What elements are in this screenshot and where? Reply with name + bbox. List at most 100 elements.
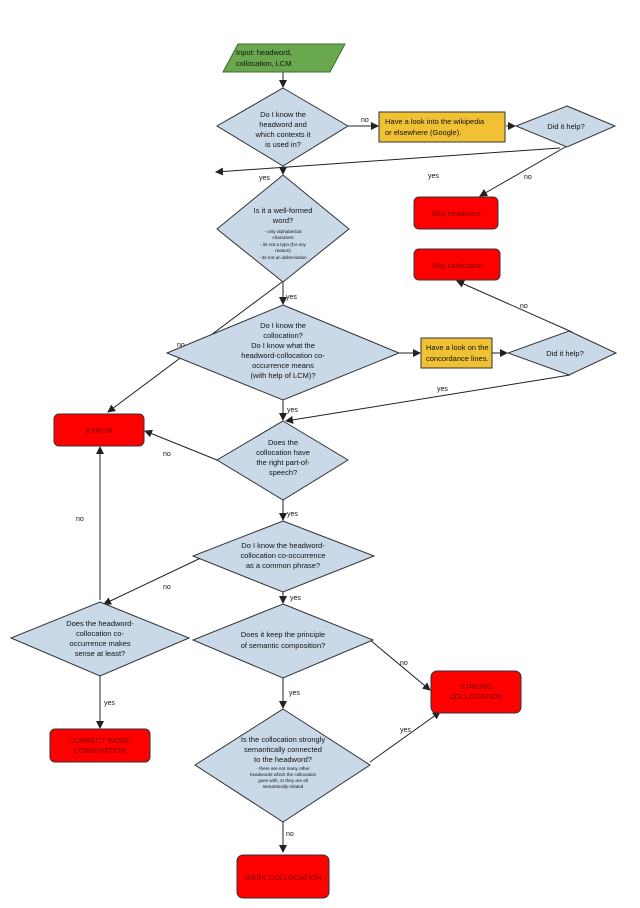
edge-label-strongly-connected-no: no xyxy=(286,831,294,838)
svg-text:goes with, or they are all: goes with, or they are all xyxy=(258,778,308,783)
svg-text:Does the headword-: Does the headword- xyxy=(66,619,134,628)
svg-text:Did it help?: Did it help? xyxy=(546,349,584,358)
svg-text:as a common phrase?: as a common phrase? xyxy=(246,561,320,570)
svg-text:(with help of LCM)?: (with help of LCM)? xyxy=(250,371,315,380)
terminal-strong-collocation: STRONG COLLOCATION xyxy=(430,670,522,714)
decision-strongly-connected: Is the collocation strongly semantically… xyxy=(194,708,371,823)
svg-text:- its not a typo (for any: - its not a typo (for any xyxy=(260,242,306,247)
svg-text:Skip collocation: Skip collocation xyxy=(431,261,483,270)
svg-text:headwords which the collocatio: headwords which the collocation xyxy=(250,772,317,777)
svg-text:Do I know the: Do I know the xyxy=(260,321,306,330)
edge-label-right-pos-yes: yes xyxy=(287,511,298,518)
edge-label-did-help-1-yes: yes xyxy=(428,173,439,180)
edge-did-help-1-to-well-formed xyxy=(215,147,561,176)
svg-text:- its not an abbreviation: - its not an abbreviation xyxy=(259,255,307,260)
svg-text:- only alphabetical: - only alphabetical xyxy=(264,229,301,234)
terminal-skip-collocation: Skip collocation xyxy=(413,248,501,281)
terminal-error: ERROR xyxy=(53,413,145,447)
edge-label-semantic-comp-yes: yes xyxy=(289,690,300,697)
decision-makes-sense: Does the headword- collocation co- occur… xyxy=(9,601,191,677)
edge-label-know-collocation-yes: yes xyxy=(287,407,298,414)
svg-text:collocation co-occurrence: collocation co-occurrence xyxy=(240,551,325,560)
edge-label-makes-sense-no: no xyxy=(76,516,84,523)
input-node: Input: headword, collocation, LCM xyxy=(222,43,346,73)
svg-text:COLLOCATION: COLLOCATION xyxy=(449,692,502,701)
svg-text:STRONG: STRONG xyxy=(460,682,492,691)
svg-text:sense at least?: sense at least? xyxy=(75,649,125,658)
edge-did-help-1-to-skip-headword xyxy=(479,145,568,197)
edge-label-know-headword-yes: yes xyxy=(259,175,270,182)
svg-text:Do I know what the: Do I know what the xyxy=(251,341,315,350)
edge-label-well-formed-no: no xyxy=(177,342,185,349)
svg-text:Do I know the: Do I know the xyxy=(260,110,306,119)
edge-common-phrase-to-makes-sense xyxy=(103,555,206,605)
svg-text:or elsewhere (Google).: or elsewhere (Google). xyxy=(385,128,461,137)
decision-did-it-help-2: Did it help? xyxy=(506,330,618,376)
svg-text:ERROR: ERROR xyxy=(85,426,113,435)
svg-text:collocation, LCM: collocation, LCM xyxy=(236,59,291,68)
edge-label-did-help-2-yes: yes xyxy=(437,386,448,393)
terminal-week-collocation: WEEK COLLOCATION xyxy=(236,854,330,899)
edge-label-strongly-connected-yes: yes xyxy=(400,727,411,734)
edge-label-makes-sense-yes: yes xyxy=(104,700,115,707)
svg-text:Do I know the headword-: Do I know the headword- xyxy=(241,541,325,550)
svg-text:Input: headword,: Input: headword, xyxy=(236,48,292,57)
svg-text:reason): reason) xyxy=(275,248,291,253)
svg-text:semantically connected: semantically connected xyxy=(244,745,322,754)
svg-text:the right part-of-: the right part-of- xyxy=(256,458,310,467)
decision-know-headword: Do I know the headword and which context… xyxy=(216,87,349,167)
edge-label-common-phrase-yes: yes xyxy=(290,595,301,602)
decision-did-it-help-1: Did it help? xyxy=(514,105,617,148)
svg-text:Have a look into the wikipedia: Have a look into the wikipedia xyxy=(385,117,485,126)
edge-label-semantic-comp-no: no xyxy=(400,660,408,667)
svg-text:occurrence makes: occurrence makes xyxy=(69,639,131,648)
svg-text:COMBINATION: COMBINATION xyxy=(74,746,126,755)
svg-text:collocation co-: collocation co- xyxy=(76,629,124,638)
svg-text:to the headword?: to the headword? xyxy=(254,755,312,764)
edge-label-common-phrase-no: no xyxy=(163,584,171,591)
svg-text:characters: characters xyxy=(272,235,294,240)
process-look-concordance: Have a look on the concordance lines. xyxy=(420,337,493,369)
svg-text:CORRECT WORD: CORRECT WORD xyxy=(69,736,132,745)
svg-text:WEEK COLLOCATION: WEEK COLLOCATION xyxy=(244,873,321,882)
decision-common-phrase: Do I know the headword- collocation co-o… xyxy=(191,520,376,593)
svg-text:headword and: headword and xyxy=(259,120,307,129)
edge-label-well-formed-yes: yes xyxy=(286,294,297,301)
svg-text:word?: word? xyxy=(272,216,293,225)
edge-label-did-help-2-no: no xyxy=(520,303,528,310)
edge-label-know-headword-no: no xyxy=(361,117,369,124)
terminal-correct-word-combination: CORRECT WORD COMBINATION xyxy=(49,728,151,763)
svg-text:speech?: speech? xyxy=(269,468,297,477)
edge-label-right-pos-no: no xyxy=(163,451,171,458)
svg-text:is used in?: is used in? xyxy=(265,140,301,149)
decision-semantic-composition: Does it keep the principle of semantic c… xyxy=(191,603,375,679)
svg-text:Is it a well-formed: Is it a well-formed xyxy=(254,206,313,215)
svg-text:Have a look on the: Have a look on the xyxy=(426,343,489,352)
svg-text:Skip headword: Skip headword xyxy=(431,209,481,218)
decision-well-formed-word: Is it a well-formed word? - only alphabe… xyxy=(216,174,350,283)
svg-text:headword-collocation co-: headword-collocation co- xyxy=(241,351,325,360)
svg-text:occurrence means: occurrence means xyxy=(252,361,314,370)
process-look-wikipedia: Have a look into the wikipedia or elsewh… xyxy=(378,111,506,143)
edge-right-pos-to-error xyxy=(144,429,218,461)
svg-text:of semantic composition?: of semantic composition? xyxy=(241,641,326,650)
svg-text:collocation?: collocation? xyxy=(263,331,303,340)
edge-did-help-2-to-skip-collocation xyxy=(456,280,573,333)
svg-text:- there are not many other: - there are not many other xyxy=(256,766,310,771)
edge-strongly-connected-to-strong xyxy=(369,711,441,763)
svg-text:collocation have: collocation have xyxy=(256,448,310,457)
svg-text:which contexts it: which contexts it xyxy=(254,130,311,139)
svg-text:Does the: Does the xyxy=(268,438,298,447)
edge-label-did-help-1-no: no xyxy=(524,174,532,181)
terminal-skip-headword: Skip headword xyxy=(413,196,499,230)
svg-text:Is the collocation strongly: Is the collocation strongly xyxy=(241,735,325,744)
svg-text:Did it help?: Did it help? xyxy=(547,122,585,131)
decision-right-part-of-speech: Does the collocation have the right part… xyxy=(216,420,349,501)
decision-know-collocation: Do I know the collocation? Do I know wha… xyxy=(165,304,401,401)
svg-text:concordance lines.: concordance lines. xyxy=(426,354,489,363)
svg-text:semantically related: semantically related xyxy=(263,784,304,789)
svg-text:Does it keep the principle: Does it keep the principle xyxy=(241,630,325,639)
edge-semantic-comp-to-strong xyxy=(369,639,431,691)
edge-did-help-2-to-right-pos xyxy=(285,374,571,424)
